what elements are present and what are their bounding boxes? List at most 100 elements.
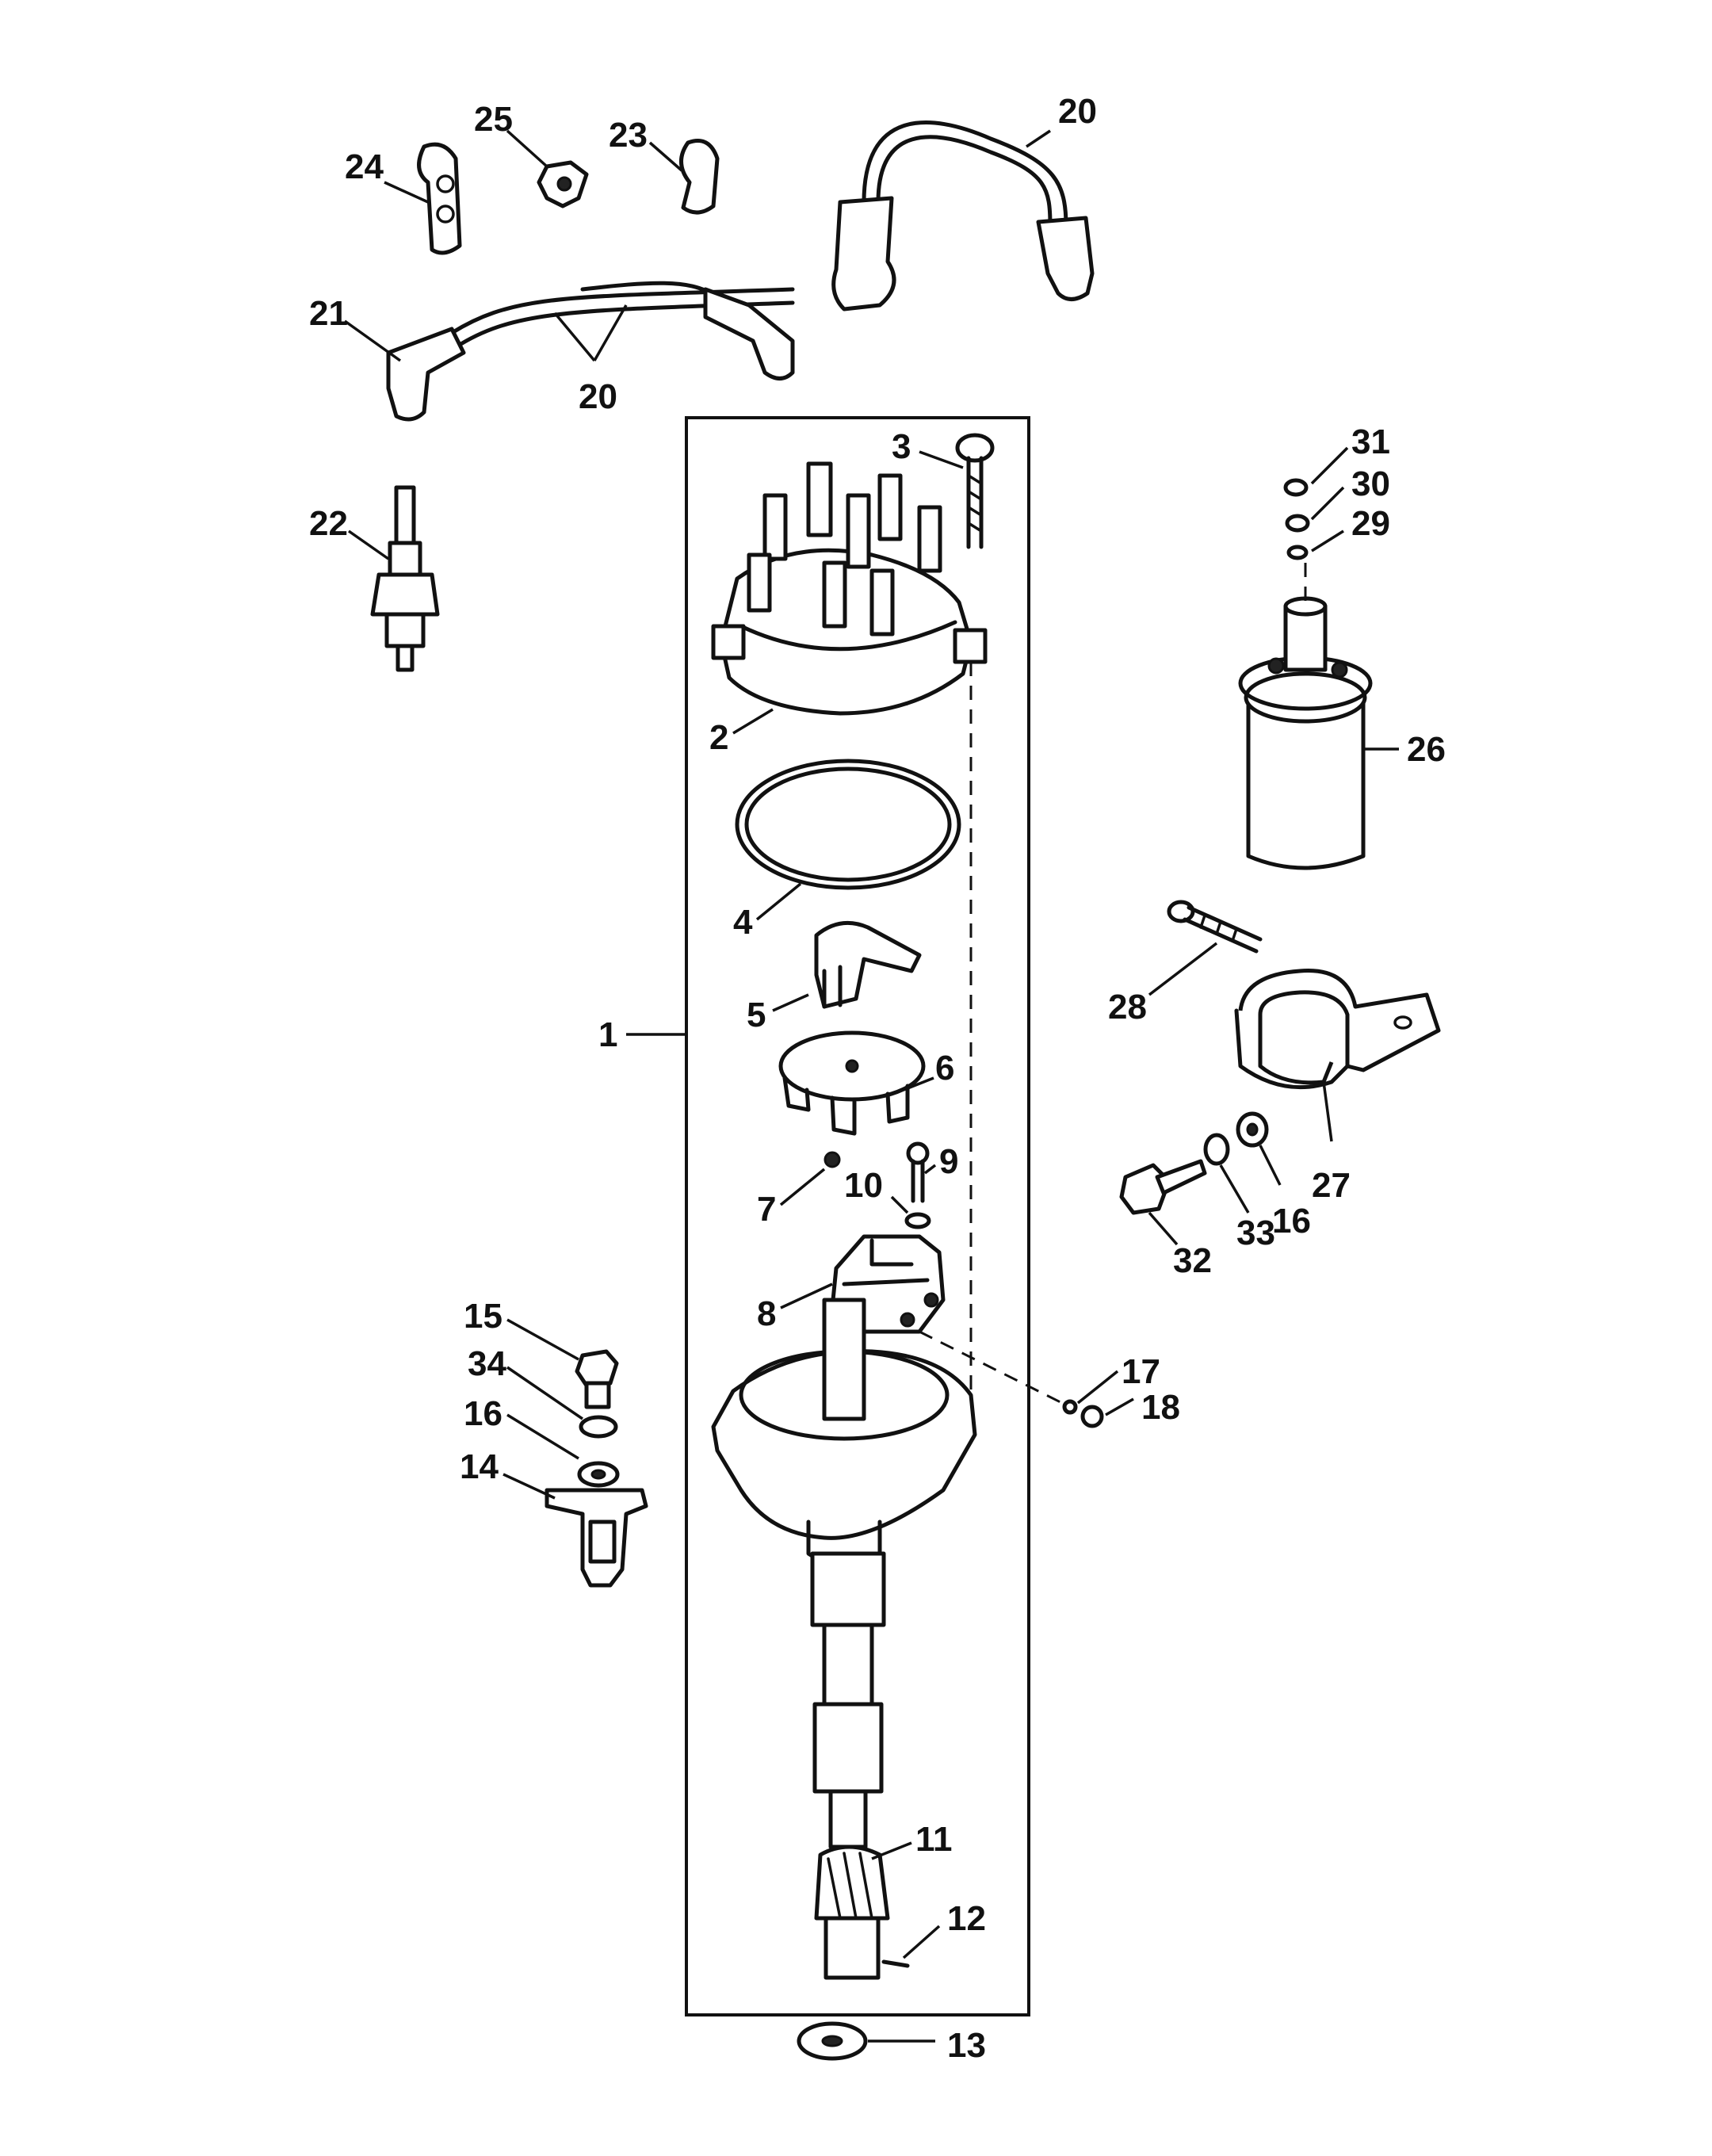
leader-20-top xyxy=(1026,129,1051,148)
leader-23 xyxy=(648,141,683,172)
leader-21 xyxy=(343,319,402,362)
wire-separator-clip-24 xyxy=(417,142,462,255)
leader-12 xyxy=(902,1925,941,1959)
callout-24: 24 xyxy=(345,147,384,186)
spark-plug xyxy=(370,485,440,672)
leader-11 xyxy=(871,1841,912,1860)
lock-washer-16-left xyxy=(579,1415,618,1439)
callout-28: 28 xyxy=(1108,988,1147,1026)
callout-25: 25 xyxy=(474,100,513,139)
leader-33 xyxy=(1219,1164,1250,1214)
callout-30: 30 xyxy=(1351,464,1390,503)
leader-25 xyxy=(506,129,548,168)
callout-16-right: 16 xyxy=(1272,1202,1311,1240)
callout-7: 7 xyxy=(757,1190,776,1229)
pole-piece-plate xyxy=(778,1030,926,1136)
leader-22 xyxy=(347,529,390,560)
callout-17: 17 xyxy=(1122,1352,1160,1391)
callout-33: 33 xyxy=(1236,1214,1275,1252)
assembly-frame xyxy=(685,416,1030,2016)
washer-29 xyxy=(1286,545,1309,560)
coil-bracket xyxy=(1234,969,1441,1090)
callout-21: 21 xyxy=(309,294,348,333)
leader-15 xyxy=(506,1318,579,1361)
leader-3 xyxy=(919,450,964,469)
callout-18: 18 xyxy=(1141,1388,1180,1427)
wire-separator-clip-23 xyxy=(679,139,720,215)
callout-31: 31 xyxy=(1351,422,1390,461)
callout-5: 5 xyxy=(747,996,766,1034)
leader-7 xyxy=(779,1168,826,1206)
callout-13: 13 xyxy=(947,2026,986,2065)
callout-20-top: 20 xyxy=(1058,92,1097,131)
distributor-housing xyxy=(711,1298,977,1849)
leader-32 xyxy=(1148,1211,1179,1246)
lock-washer-30 xyxy=(1285,514,1310,533)
small-screw-7 xyxy=(824,1151,841,1168)
leader-8 xyxy=(780,1283,833,1309)
callout-15: 15 xyxy=(464,1297,503,1336)
leader-5 xyxy=(772,993,809,1012)
leader-29 xyxy=(1311,529,1344,552)
callout-22: 22 xyxy=(309,504,348,543)
leader-14 xyxy=(503,1473,556,1500)
leader-17 xyxy=(1076,1370,1119,1405)
leader-20-left xyxy=(553,304,628,362)
spark-plug-wire-long xyxy=(386,281,795,422)
callout-1: 1 xyxy=(598,1015,617,1054)
spark-plug-wire-arch xyxy=(831,120,1095,312)
callout-23: 23 xyxy=(609,116,648,155)
callout-10: 10 xyxy=(844,1166,883,1205)
flat-washer-34 xyxy=(577,1461,620,1488)
roll-pin xyxy=(881,1959,910,1968)
callout-26: 26 xyxy=(1407,730,1446,769)
callout-6: 6 xyxy=(935,1049,954,1088)
callout-32: 32 xyxy=(1173,1241,1212,1280)
leader-16-right xyxy=(1259,1145,1282,1186)
ignition-coil xyxy=(1238,596,1373,870)
alignment-line-module xyxy=(919,1330,1063,1405)
rotor xyxy=(814,920,922,1009)
callout-20-left: 20 xyxy=(579,377,617,416)
leader-2 xyxy=(732,708,774,735)
nut-31 xyxy=(1283,478,1309,497)
callout-3: 3 xyxy=(892,427,911,466)
callout-2: 2 xyxy=(709,718,728,757)
callout-9: 9 xyxy=(939,1142,958,1181)
bracket-bolt-28 xyxy=(1167,900,1263,954)
callout-29: 29 xyxy=(1351,504,1390,543)
thrust-washer xyxy=(797,2021,868,2061)
callout-8: 8 xyxy=(757,1294,776,1333)
leader-10 xyxy=(890,1195,909,1214)
callout-14: 14 xyxy=(460,1447,499,1486)
leader-30 xyxy=(1310,486,1345,521)
leader-31 xyxy=(1310,446,1349,485)
leader-4 xyxy=(755,882,802,921)
lock-washer-33 xyxy=(1203,1133,1230,1166)
distributor-cap xyxy=(711,461,988,716)
leader-16-left xyxy=(506,1413,579,1460)
callout-12: 12 xyxy=(947,1899,986,1938)
distributor-clamp-bolt xyxy=(575,1349,619,1409)
cap-screw xyxy=(955,433,995,549)
o-ring-seal xyxy=(735,759,961,890)
washer-16-right xyxy=(1236,1111,1269,1148)
leader-9 xyxy=(923,1164,937,1175)
callout-11: 11 xyxy=(915,1820,953,1859)
leader-24 xyxy=(384,181,429,204)
washer-10 xyxy=(904,1212,931,1229)
leader-27 xyxy=(1322,1081,1333,1142)
nut-18 xyxy=(1080,1405,1104,1428)
lock-washer-17 xyxy=(1062,1399,1078,1415)
wire-separator-clip-25 xyxy=(537,160,589,208)
callout-16-left: 16 xyxy=(464,1394,503,1433)
callout-27: 27 xyxy=(1312,1166,1351,1205)
callout-4: 4 xyxy=(733,903,753,942)
leader-34 xyxy=(506,1366,583,1420)
callout-34: 34 xyxy=(468,1344,506,1383)
leader-6 xyxy=(903,1076,934,1091)
leader-28 xyxy=(1148,942,1218,996)
screw-9 xyxy=(906,1141,930,1203)
bracket-bolt-32 xyxy=(1119,1159,1207,1215)
